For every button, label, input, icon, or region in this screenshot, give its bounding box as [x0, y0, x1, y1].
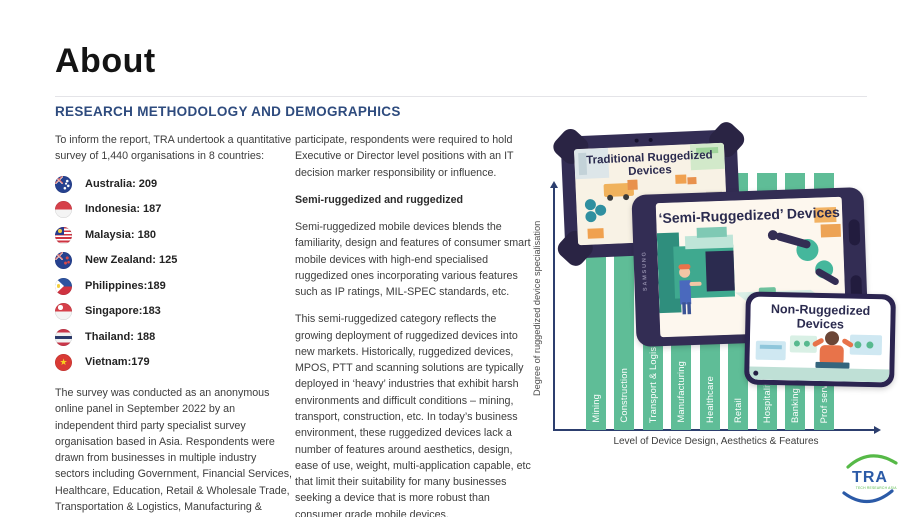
- section-heading: RESEARCH METHODOLOGY AND DEMOGRAPHICS: [55, 104, 401, 119]
- bar-label: Construction: [619, 368, 629, 423]
- tra-logo-swoosh: [842, 454, 898, 504]
- country-label: Philippines:189: [85, 279, 166, 292]
- tra-logo: TRA TECH RESEARCH ASIA: [836, 449, 904, 509]
- tablet-side-button: [848, 219, 861, 246]
- country-row-philippines: Philippines:189: [55, 277, 293, 295]
- ruggedization-chart: Degree of ruggedized device specialisati…: [532, 118, 912, 462]
- tra-logo-tagline: TECH RESEARCH ASIA: [855, 486, 897, 490]
- camera-icon: [753, 370, 759, 376]
- country-row-singapore: Singapore:183: [55, 303, 293, 321]
- country-row-indonesia: Indonesia: 187: [55, 201, 293, 219]
- thailand-flag-icon: [55, 328, 72, 346]
- samsung-logo: SAMSUNG: [641, 250, 649, 292]
- malaysia-flag-icon: [55, 226, 72, 244]
- country-list: Australia: 209 Indonesia: 187 Malaysia: …: [55, 175, 293, 372]
- country-row-australia: Australia: 209: [55, 175, 293, 193]
- country-row-vietnam: Vietnam:179: [55, 354, 293, 372]
- country-row-thailand: Thailand: 188: [55, 328, 293, 346]
- middle-column: participate, respondents were required t…: [295, 132, 536, 517]
- methodology-paragraph: The survey was conducted as an anonymous…: [55, 387, 293, 513]
- country-label: New Zealand: 125: [85, 254, 178, 267]
- tra-logo-text: TRA: [852, 469, 888, 486]
- new-zealand-flag-icon: [55, 252, 72, 270]
- x-axis-arrowhead: [874, 426, 881, 434]
- bar-label: Retail: [733, 398, 743, 423]
- country-label: Singapore:183: [85, 305, 161, 318]
- intro-paragraph: To inform the report, TRA undertook a qu…: [55, 134, 292, 163]
- semi-ruggedized-paragraph: Semi-ruggedized mobile devices blends th…: [295, 221, 531, 299]
- country-label: Vietnam:179: [85, 356, 150, 369]
- indonesia-flag-icon: [55, 201, 72, 219]
- x-axis-label: Level of Device Design, Aesthetics & Fea…: [613, 436, 819, 447]
- participation-paragraph: participate, respondents were required t…: [295, 134, 514, 179]
- country-label: Indonesia: 187: [85, 203, 162, 216]
- country-label: Malaysia: 180: [85, 228, 156, 241]
- left-column: To inform the report, TRA undertook a qu…: [55, 132, 293, 517]
- y-axis-label: Degree of ruggedized device specialisati…: [532, 220, 542, 397]
- y-axis-line: [553, 188, 555, 430]
- office-illustration: [749, 296, 891, 383]
- semi-ruggedized-subheading: Semi-ruggedized and ruggedized: [295, 193, 464, 206]
- non-ruggedized-phone: Non-Ruggedized Devices: [744, 291, 896, 388]
- country-label: Thailand: 188: [85, 330, 156, 343]
- bar-label: Healthcare: [705, 376, 715, 423]
- phone-screen: Non-Ruggedized Devices: [749, 296, 891, 383]
- country-label: Australia: 209: [85, 177, 158, 190]
- bar-label: Banking: [790, 388, 800, 423]
- y-axis-arrowhead: [549, 181, 558, 188]
- australia-flag-icon: [55, 175, 72, 193]
- philippines-flag-icon: [55, 277, 72, 295]
- category-paragraph: This semi-ruggedized category reflects t…: [295, 313, 531, 517]
- title-divider: [55, 96, 867, 97]
- singapore-flag-icon: [55, 303, 72, 321]
- camera-icon: [648, 137, 653, 143]
- country-row-malaysia: Malaysia: 180: [55, 226, 293, 244]
- country-row-new-zealand: New Zealand: 125: [55, 252, 293, 270]
- bar-label: Manufacturing: [676, 361, 686, 423]
- device-label: Non-Ruggedized Devices: [770, 301, 871, 332]
- bar-label: Mining: [591, 394, 601, 423]
- page-title: About: [55, 42, 156, 80]
- vietnam-flag-icon: [55, 354, 72, 372]
